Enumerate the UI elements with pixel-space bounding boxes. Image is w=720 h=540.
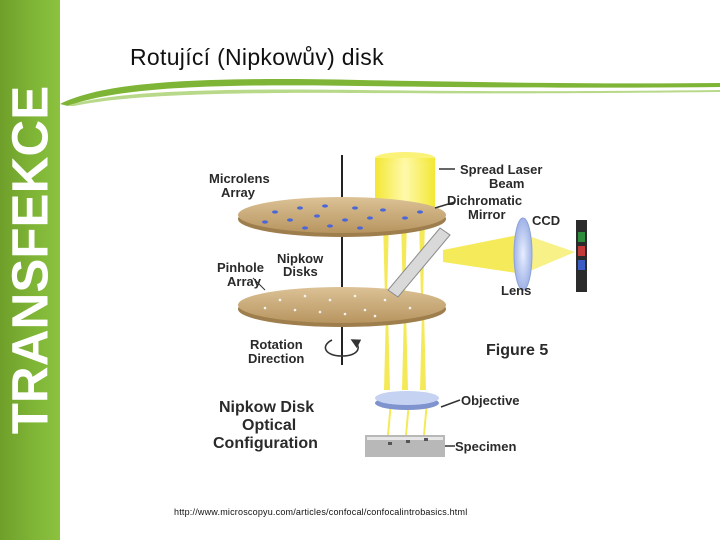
figure-caption: Figure 5	[486, 342, 548, 359]
label-rotation-line1: Rotation	[250, 337, 303, 352]
label-pinhole-line1: Pinhole	[217, 260, 264, 275]
label-microlens-line2: Array	[221, 185, 256, 200]
label-microlens-line1: Microlens	[209, 171, 270, 186]
label-ccd: CCD	[532, 213, 560, 228]
label-nipkow-line1: Nipkow	[277, 251, 324, 266]
label-dichroic-line1: Dichromatic	[447, 193, 522, 208]
focused-beam	[523, 234, 575, 274]
lens	[513, 217, 533, 291]
label-config-line1: Nipkow Disk	[219, 399, 314, 416]
pinhole-disk	[238, 287, 446, 327]
nipkow-disk-diagram: Microlens Array Spread Laser Beam Dichro…	[209, 152, 587, 457]
rotation-arrow	[324, 339, 362, 357]
slide-title: Rotující (Nipkowův) disk	[130, 44, 384, 70]
pinhole-leader	[252, 277, 266, 291]
label-spread-line2: Beam	[489, 176, 524, 191]
label-nipkow-line2: Disks	[283, 264, 318, 279]
label-config-line2: Optical	[242, 417, 296, 434]
sidebar-band: TRANSFEKCE	[0, 0, 60, 540]
return-beam	[443, 234, 523, 274]
label-objective: Objective	[461, 393, 520, 408]
objective-lens	[375, 391, 439, 410]
label-spread-line1: Spread Laser	[460, 162, 542, 177]
source-url: http://www.microscopyu.com/articles/conf…	[174, 507, 468, 517]
light-rays	[383, 220, 428, 435]
label-lens: Lens	[501, 283, 531, 298]
leader-lines	[434, 168, 461, 447]
microlens-disk	[238, 197, 446, 237]
specimen-slide	[365, 435, 445, 457]
ccd-detector	[576, 220, 587, 292]
label-config-line3: Configuration	[213, 435, 318, 452]
label-pinhole-line2: Array	[227, 274, 262, 289]
label-rotation-line2: Direction	[248, 351, 304, 366]
sidebar-title: TRANSFEKCE	[1, 85, 59, 435]
label-dichroic-line2: Mirror	[468, 207, 506, 222]
title-swoosh	[60, 79, 720, 106]
dichromatic-mirror	[387, 227, 451, 298]
label-specimen: Specimen	[455, 439, 516, 454]
